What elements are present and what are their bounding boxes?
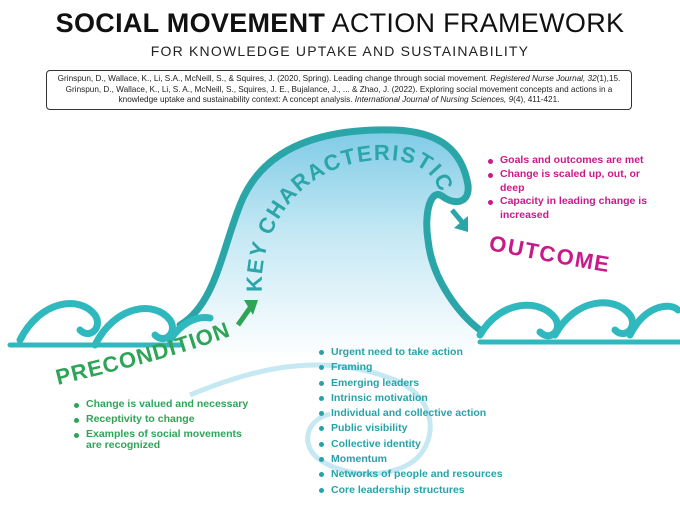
- list-item: Networks of people and resources: [317, 467, 517, 482]
- stage-preconditions: PRECONDITIONS: [0, 0, 233, 390]
- list-item: Public visibility: [317, 421, 517, 436]
- citation-1: Grinspun, D., Wallace, K., Li, S.A., McN…: [57, 74, 621, 83]
- list-item: Momentum: [317, 452, 517, 467]
- left-waves: [7, 300, 214, 349]
- list-item: Change is scaled up, out, or deep: [486, 168, 656, 196]
- citation-2: Grinspun, D., Wallace, K., Li, S. A., Mc…: [65, 84, 613, 105]
- list-item: Intrinsic motivation: [317, 391, 517, 406]
- list-item: Core leadership structures: [317, 483, 517, 498]
- list-item: Framing: [317, 360, 517, 375]
- list-item: Individual and collective action: [317, 406, 517, 421]
- wave-outline: [176, 126, 484, 334]
- right-waves: [476, 299, 680, 345]
- list-item: Change is valued and necessary: [72, 399, 252, 410]
- page-title: SOCIAL MOVEMENT ACTION FRAMEWORK: [55, 8, 625, 38]
- list-item: Urgent need to take action: [317, 345, 517, 360]
- wave-curl: [189, 362, 433, 477]
- list-item: Receptivity to change: [72, 414, 252, 425]
- green-arrow-icon: [235, 300, 258, 327]
- page-subtitle: FOR KNOWLEDGE UPTAKE AND SUSTAINABILITY: [150, 43, 530, 59]
- list-item: Goals and outcomes are met: [486, 154, 656, 168]
- citation-box: Grinspun, D., Wallace, K., Li, S.A., McN…: [46, 70, 632, 110]
- list-item: Capacity in leading change is increased: [486, 195, 656, 223]
- list-item: Emerging leaders: [317, 376, 517, 391]
- teal-arrow-icon: [450, 208, 468, 232]
- list-item: Collective identity: [317, 437, 517, 452]
- list-item: Examples of social movements are recogni…: [72, 429, 252, 451]
